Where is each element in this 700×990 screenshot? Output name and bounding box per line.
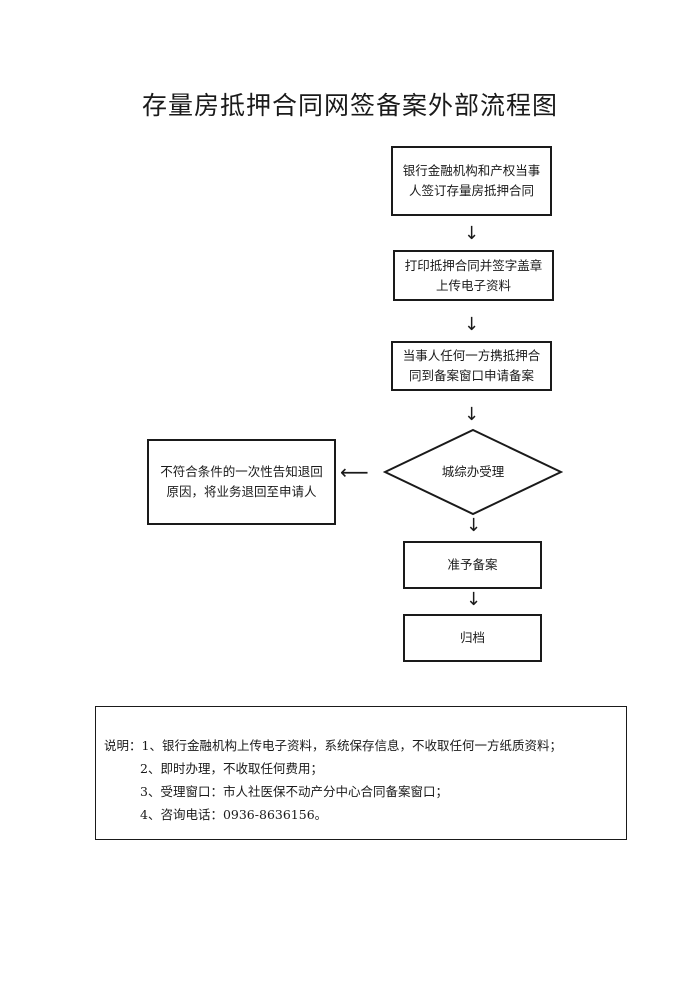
decision-diamond [383,428,563,516]
down-arrow-icon: ↓ [466,589,482,610]
step-print-upload: 打印抵押合同并签字盖章 上传电子资料 [393,250,554,301]
step-print-upload-text: 打印抵押合同并签字盖章 上传电子资料 [404,257,543,293]
note-line: 4、咨询电话：0936-8636156。 [140,807,328,822]
down-arrow-icon: ↓ [466,515,482,536]
step-sign-contract-text: 银行金融机构和产权当事 人签订存量房抵押合同 [402,163,541,198]
note-line: 2、即时办理，不收取任何费用； [140,761,323,776]
left-arrow-icon: ⟵ [340,460,369,484]
step-archive-text: 归档 [459,630,485,645]
step-reject-text: 不符合条件的一次性告知退回 原因，将业务退回至申请人 [160,464,323,499]
step-approve: 准予备案 [403,541,542,589]
notes-box: 说明：1、银行金融机构上传电子资料，系统保存信息，不收取任何一方纸质资料； 2、… [95,706,627,840]
step-sign-contract: 银行金融机构和产权当事 人签订存量房抵押合同 [391,146,552,216]
decision-label: 城综办受理 [441,464,505,479]
down-arrow-icon: ↓ [464,223,480,244]
step-apply-filing-text: 当事人任何一方携抵押合 同到备案窗口申请备案 [402,348,541,383]
step-approve-text: 准予备案 [447,557,498,572]
note-line: 说明：1、银行金融机构上传电子资料，系统保存信息，不收取任何一方纸质资料； [104,738,562,753]
note-line: 3、受理窗口：市人社医保不动产分中心合同备案窗口； [140,784,448,799]
down-arrow-icon: ↓ [464,314,480,335]
step-reject: 不符合条件的一次性告知退回 原因，将业务退回至申请人 [147,439,336,525]
down-arrow-icon: ↓ [464,404,480,425]
step-archive: 归档 [403,614,542,662]
page-title: 存量房抵押合同网签备案外部流程图 [141,91,558,120]
step-apply-filing: 当事人任何一方携抵押合 同到备案窗口申请备案 [391,341,552,391]
